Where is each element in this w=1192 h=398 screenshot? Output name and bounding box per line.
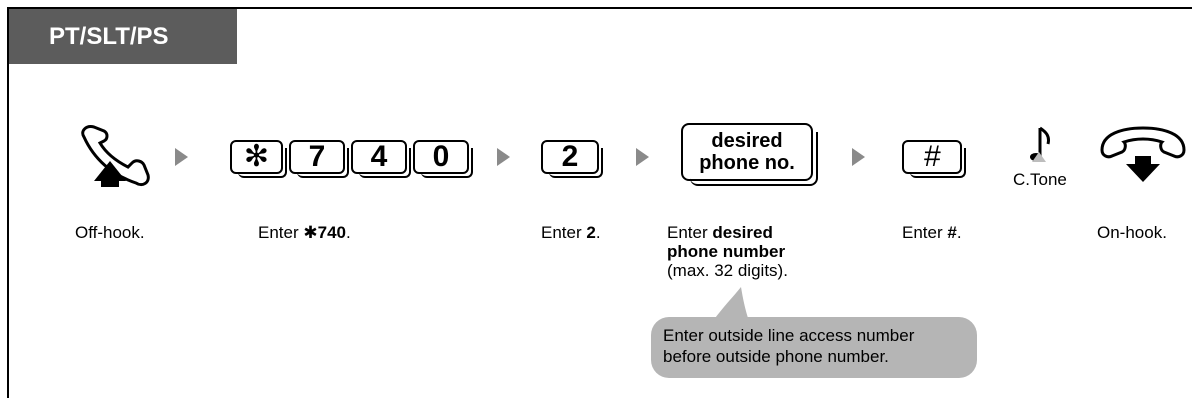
desired-key-line1: desired	[711, 130, 783, 152]
key-hash: #	[902, 140, 966, 178]
frame-left-border	[7, 7, 9, 398]
header-tab: PT/SLT/PS	[9, 9, 237, 64]
step-enter-desired-label: Enter desired phone number (max. 32 digi…	[667, 223, 788, 280]
enter-prefix: Enter	[541, 223, 587, 242]
enter-2: 2	[586, 223, 596, 242]
key-7: 7	[289, 140, 349, 178]
key-desired-phone-no: desired phone no.	[681, 123, 818, 186]
period: .	[345, 223, 351, 242]
enter-prefix: Enter	[667, 223, 713, 242]
phone-number-bold: phone number	[667, 242, 786, 261]
period: .	[595, 223, 601, 242]
step-arrow-3	[636, 148, 649, 166]
step-enter-740-label: Enter ✱740.	[258, 223, 351, 242]
on-hook-handset-icon	[1100, 126, 1186, 182]
step-arrow-1	[175, 148, 188, 166]
step-arrow-2	[497, 148, 510, 166]
step-off-hook-label: Off-hook.	[75, 223, 145, 242]
off-hook-handset-icon	[81, 125, 150, 187]
note-line1: Enter outside line access number	[663, 326, 915, 345]
desired-bold: desired	[712, 223, 773, 242]
step-arrow-4	[852, 148, 865, 166]
note-line2: before outside phone number.	[663, 347, 889, 366]
enter-prefix: Enter	[258, 223, 304, 242]
step-on-hook-label: On-hook.	[1097, 223, 1167, 242]
key-star: ✻	[230, 140, 287, 178]
key-4: 4	[351, 140, 411, 178]
step-enter-hash-label: Enter #.	[902, 223, 962, 242]
desired-key-line2: phone no.	[699, 152, 795, 174]
enter-hash: #	[947, 223, 957, 242]
max-digits-note: (max. 32 digits).	[667, 261, 788, 280]
enter-star: ✱	[303, 223, 318, 242]
step-enter-2-label: Enter 2.	[541, 223, 601, 242]
key-0: 0	[413, 140, 473, 178]
period: .	[956, 223, 962, 242]
note-bubble: Enter outside line access number before …	[651, 317, 977, 378]
enter-prefix: Enter	[902, 223, 948, 242]
note-bubble-tail	[713, 287, 749, 321]
music-note-icon	[1030, 126, 1050, 162]
key-2: 2	[541, 140, 603, 178]
tone-label: C.Tone	[1013, 170, 1067, 189]
enter-740: 740	[317, 223, 346, 242]
frame-top-border	[7, 7, 1192, 9]
